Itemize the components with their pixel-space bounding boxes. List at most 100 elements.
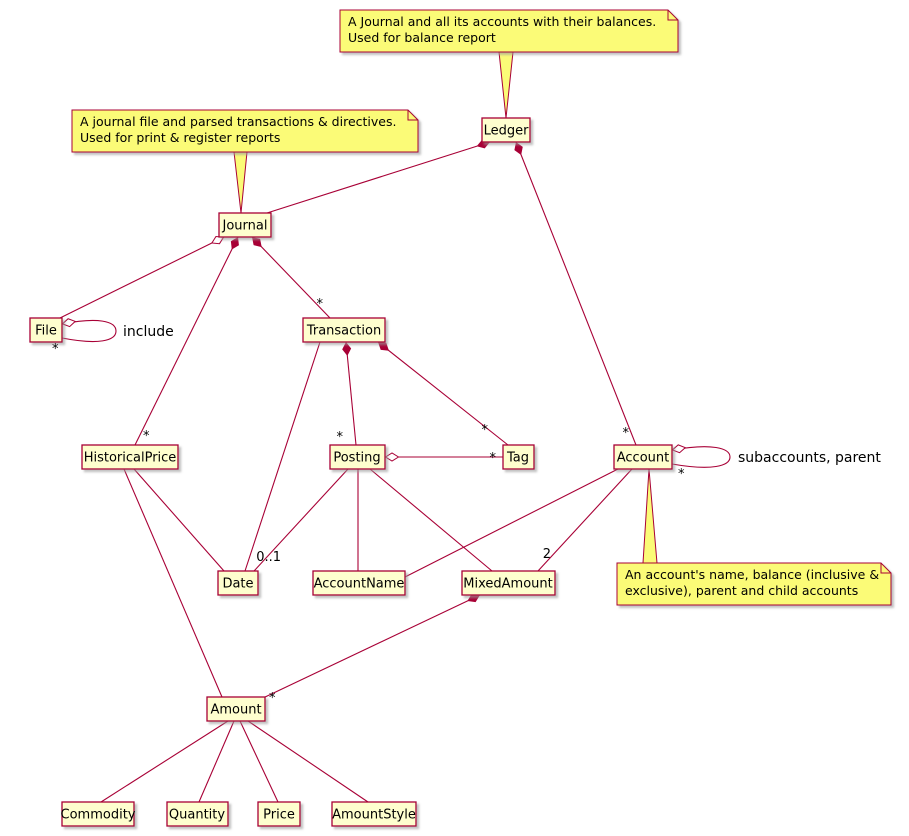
class-commodity: Commodity <box>61 801 136 827</box>
class-transaction: Transaction <box>302 317 386 343</box>
edge-posting-date <box>253 468 349 572</box>
edge-account-mixedamount <box>537 468 633 572</box>
note-pointer-journal <box>233 151 248 214</box>
class-transaction-box <box>302 317 386 343</box>
class-accountname-box <box>312 570 406 596</box>
edge-amount-price <box>239 720 279 803</box>
class-price-box <box>257 801 301 827</box>
note-account-body <box>616 562 892 606</box>
class-tag: Tag <box>502 444 535 470</box>
note-ledger-fold <box>667 10 678 21</box>
multiplicity-historicalprice-star: * <box>143 429 150 444</box>
multiplicity-file-self-star: * <box>52 342 59 357</box>
edge-historicalprice-date <box>133 468 225 572</box>
class-amount-label: Amount <box>210 703 261 718</box>
edge-amount-quantity <box>198 720 235 803</box>
class-amountstyle-label: AmountStyle <box>332 808 416 823</box>
class-amount-box <box>206 696 266 722</box>
edge-ledger-account <box>514 141 637 446</box>
edge-label-subaccounts-parent: subaccounts, parent <box>738 450 881 466</box>
multiplicity-account-loop-star: * <box>678 467 685 482</box>
edge-journal-historicalprice <box>134 236 239 446</box>
class-tag-box <box>502 444 535 470</box>
multiplicity-amount-star: * <box>269 691 276 706</box>
note-journal-line1: A journal file and parsed transactions &… <box>80 114 396 129</box>
edge-journal-file <box>59 237 224 319</box>
note-ledger: A Journal and all its accounts with thei… <box>339 9 679 53</box>
class-journal-label: Journal <box>222 219 268 234</box>
class-posting-label: Posting <box>333 451 380 466</box>
class-amountstyle: AmountStyle <box>331 801 417 827</box>
class-price: Price <box>257 801 301 827</box>
class-historicalprice-box <box>81 444 179 470</box>
class-journal-box <box>218 212 272 238</box>
class-commodity-label: Commodity <box>61 808 136 823</box>
edge-historicalprice-amount <box>123 468 223 698</box>
edge-transaction-posting <box>342 341 357 446</box>
class-accountname: AccountName <box>312 570 406 596</box>
edge-file-self-include <box>62 320 117 343</box>
note-ledger-line1: A Journal and all its accounts with thei… <box>348 14 656 29</box>
note-pointer-account <box>642 468 658 564</box>
edge-account-accountname <box>404 468 619 578</box>
edge-transaction-date <box>244 341 321 572</box>
class-posting: Posting <box>329 444 386 470</box>
note-journal-body <box>71 109 419 153</box>
edge-posting-mixedamount <box>369 468 493 572</box>
multiplicity-transaction-star: * <box>317 297 324 312</box>
multiplicity-account-mixedamount-2: 2 <box>543 547 551 562</box>
class-amountstyle-box <box>331 801 417 827</box>
class-account-label: Account <box>617 451 670 466</box>
multiplicity-account-top-star: * <box>623 426 630 441</box>
class-ledger-label: Ledger <box>484 124 530 139</box>
class-date: Date <box>217 570 259 596</box>
note-account-fold <box>880 563 891 574</box>
class-date-label: Date <box>222 577 253 592</box>
class-file: File <box>29 317 63 343</box>
class-accountname-label: AccountName <box>314 577 405 592</box>
class-ledger-box <box>481 117 531 143</box>
edge-amount-amountstyle <box>247 720 369 803</box>
class-commodity-box <box>61 801 135 827</box>
note-journal: A journal file and parsed transactions &… <box>71 109 419 153</box>
class-amount: Amount <box>206 696 266 722</box>
multiplicity-tag-left-star: * <box>490 451 497 466</box>
class-mixedamount-box <box>461 570 556 596</box>
multiplicity-posting-star: * <box>337 430 344 445</box>
class-posting-box <box>329 444 386 470</box>
edge-account-self-subaccounts <box>672 447 731 468</box>
class-file-label: File <box>35 324 57 339</box>
class-quantity: Quantity <box>166 801 229 827</box>
edge-ledger-journal <box>266 139 491 214</box>
class-transaction-label: Transaction <box>306 324 381 339</box>
class-quantity-box <box>166 801 229 827</box>
note-account-line2: exclusive), parent and child accounts <box>625 583 858 598</box>
class-account: Account <box>613 444 673 470</box>
class-account-box <box>613 444 673 470</box>
class-date-box <box>217 570 259 596</box>
multiplicity-tag-top-star: * <box>482 423 489 438</box>
edge-amount-commodity <box>100 720 229 803</box>
class-mixedamount-label: MixedAmount <box>463 577 552 592</box>
edge-transaction-tag <box>377 341 509 446</box>
note-journal-line2: Used for print & register reports <box>80 130 280 145</box>
class-file-box <box>29 317 63 343</box>
class-journal: Journal <box>218 212 272 238</box>
note-journal-fold <box>407 110 418 121</box>
note-account-line1: An account's name, balance (inclusive & <box>625 567 879 582</box>
multiplicity-posting-date-0-1: 0..1 <box>256 550 281 565</box>
class-price-label: Price <box>263 808 295 823</box>
note-ledger-body <box>339 9 679 53</box>
class-ledger: Ledger <box>481 117 531 143</box>
class-historicalprice-label: HistoricalPrice <box>84 451 177 466</box>
note-ledger-line2: Used for balance report <box>348 30 496 45</box>
note-account: An account's name, balance (inclusive & … <box>616 562 892 606</box>
class-tag-label: Tag <box>506 451 529 466</box>
edge-mixedamount-amount <box>262 593 481 699</box>
class-historicalprice: HistoricalPrice <box>81 444 179 470</box>
class-mixedamount: MixedAmount <box>461 570 556 596</box>
class-quantity-label: Quantity <box>169 808 225 823</box>
edge-label-include: include <box>123 324 174 340</box>
